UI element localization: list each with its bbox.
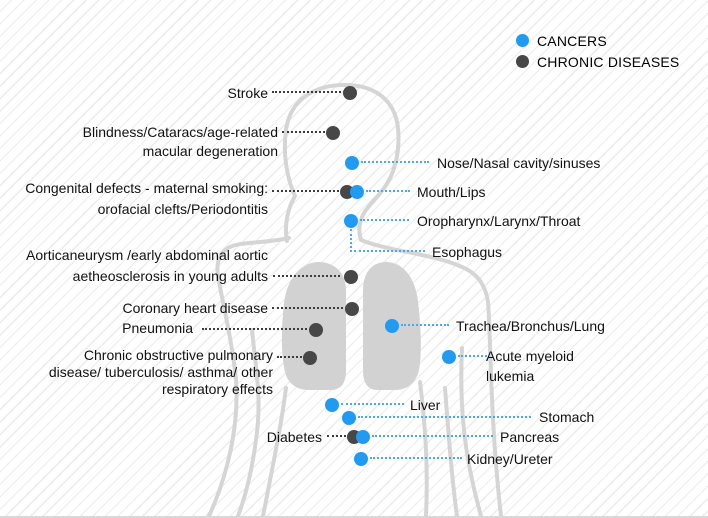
stroke-marker-dot [343, 86, 357, 100]
aortic-marker-dot [344, 270, 358, 284]
congenital-label-line2: orofacial clefts/Periodontitis [97, 201, 268, 217]
mouth-label: Mouth/Lips [417, 184, 486, 200]
copd-label-line2: disease/ tuberculosis/ asthma/ other [48, 364, 273, 380]
pancreas-marker-dot [356, 430, 370, 444]
trachea-marker-dot [385, 319, 399, 333]
blindness-label-line2: macular degeneration [142, 143, 278, 159]
copd-label-line1: Chronic obstructive pulmonary [83, 347, 273, 363]
aml-leader [458, 355, 487, 357]
mouth-marker-dot [350, 185, 364, 199]
kidney-marker-dot [354, 452, 368, 466]
aml-label: Acute myeloid lukemia [486, 346, 574, 386]
pneumonia-label: Pneumonia [122, 320, 193, 336]
coronary-label: Coronary heart disease [122, 300, 268, 316]
pneumonia-leader [202, 328, 307, 330]
stroke-label: Stroke [227, 85, 268, 101]
left-hip-line [261, 386, 288, 516]
oropharynx-label: Oropharynx/Larynx/Throat [417, 213, 581, 229]
liver-label: Liver [410, 397, 441, 413]
legend-row-cancers: CANCERS [516, 30, 679, 51]
right-leg-line [443, 386, 459, 516]
mouth-leader [366, 190, 410, 192]
pneumonia-marker-dot [309, 323, 323, 337]
cancers-legend-dot-icon [516, 34, 529, 47]
kidney-leader [370, 457, 462, 459]
aml-label-line2: lukemia [486, 368, 535, 384]
nose-leader [361, 161, 429, 163]
pancreas-leader [372, 435, 493, 437]
cancers-legend-label: CANCERS [537, 32, 607, 49]
congenital-label-line1: Congenital defects - maternal smoking: [25, 180, 268, 196]
copd-label-line3: respiratory effects [161, 381, 273, 397]
esophagus-label: Esophagus [432, 244, 503, 260]
chronic-legend-dot-icon [516, 55, 529, 68]
left-shoulder-arm-outline [207, 236, 291, 516]
legend: CANCERS CHRONIC DISEASES [516, 30, 679, 72]
diabetes-leader [327, 435, 346, 437]
aortic-leader [273, 275, 340, 277]
aortic-label-line2: aetheosclerosis in young adults [72, 268, 268, 284]
stomach-marker-dot [342, 411, 356, 425]
right-shoulder-arm-outline [359, 238, 503, 516]
nose-marker-dot [345, 156, 359, 170]
aortic-label: Aorticaneurysm /early abdominal aortic a… [26, 245, 268, 287]
congenital-leader [272, 190, 339, 192]
esophagus-leader [354, 250, 425, 252]
copd-marker-dot [303, 351, 317, 365]
left-inner-arm-line [236, 328, 261, 516]
blindness-leader [282, 131, 325, 133]
stomach-leader [358, 416, 531, 418]
stomach-label: Stomach [539, 409, 595, 425]
head-neck-outline [282, 82, 401, 243]
blindness-marker-dot [326, 126, 340, 140]
kidney-label: Kidney/Ureter [467, 451, 553, 467]
legend-row-chronic: CHRONIC DISEASES [516, 51, 679, 72]
liver-leader [341, 403, 404, 405]
diabetes-label: Diabetes [266, 429, 322, 445]
aortic-label-line1: Aorticaneurysm /early abdominal aortic [26, 247, 268, 263]
coronary-marker-dot [345, 302, 359, 316]
congenital-label: Congenital defects - maternal smoking: o… [25, 178, 268, 220]
blindness-label: Blindness/Cataracs/age-related macular d… [83, 123, 278, 161]
blindness-label-line1: Blindness/Cataracs/age-related [82, 124, 278, 140]
oropharynx-leader [360, 219, 409, 221]
aml-marker-dot [442, 350, 456, 364]
copd-label: Chronic obstructive pulmonary disease/ t… [49, 347, 273, 398]
stroke-leader [272, 91, 341, 93]
nose-label: Nose/Nasal cavity/sinuses [437, 155, 601, 171]
liver-marker-dot [325, 398, 339, 412]
esophagus-leader-vertical [350, 229, 352, 252]
right-inner-arm-line [459, 346, 483, 516]
coronary-leader [272, 307, 343, 309]
oropharynx-marker-dot [344, 214, 358, 228]
aml-label-line1: Acute myeloid [486, 348, 574, 364]
copd-leader [277, 356, 302, 358]
trachea-label: Trachea/Bronchus/Lung [456, 318, 605, 334]
trachea-leader [401, 324, 449, 326]
pancreas-label: Pancreas [500, 429, 560, 445]
chronic-legend-label: CHRONIC DISEASES [537, 53, 680, 70]
right-hip-line [418, 380, 429, 516]
